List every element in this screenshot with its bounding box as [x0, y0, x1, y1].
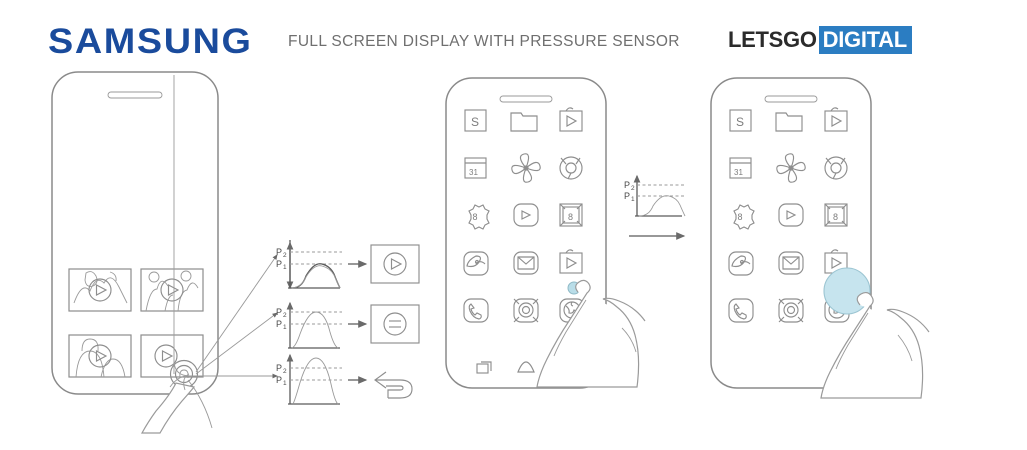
browser-globe-icon[interactable]	[559, 298, 585, 323]
graph-3-label-p1: P	[276, 375, 282, 385]
svg-text:8: 8	[568, 212, 573, 222]
browser-globe-icon[interactable]	[824, 298, 850, 323]
graph-1-label-p1: P	[276, 259, 282, 269]
pinwheel-icon[interactable]	[511, 153, 541, 183]
svg-text:8: 8	[833, 212, 838, 222]
middle-hand	[536, 279, 646, 388]
right-app-grid: S 31	[728, 107, 850, 323]
transition-graph-label-p1: P	[624, 191, 630, 201]
pressure-graph-1: P 2 P 1	[276, 240, 420, 290]
samsung-logo: SAMSUNG	[48, 22, 253, 61]
graph-1-label-p2: P	[276, 247, 282, 257]
graph-3-result-back-arrow	[374, 371, 413, 399]
letsgodigital-watermark: LETSGO DIGITAL	[728, 26, 912, 54]
graph-3-label-p2: P	[276, 363, 282, 373]
svg-text:1: 1	[631, 196, 635, 203]
svg-text:31: 31	[734, 168, 743, 177]
left-phone	[51, 71, 219, 434]
samsung-s-icon[interactable]: S	[729, 109, 752, 132]
camera-icon[interactable]	[778, 298, 804, 323]
transition-graph-label-p2: P	[624, 180, 630, 190]
play-store-icon[interactable]	[559, 107, 583, 132]
phone-icon[interactable]	[463, 298, 489, 323]
transition-graph: P 2 P 1	[624, 174, 686, 240]
phone-icon[interactable]	[728, 298, 754, 323]
svg-text:8: 8	[473, 212, 478, 222]
photos-frame-icon[interactable]: 8	[559, 203, 583, 227]
video-thumbnail-1[interactable]	[68, 268, 132, 312]
folder-icon[interactable]	[510, 112, 538, 132]
graph-2-label-p2: P	[276, 307, 282, 317]
video-thumbnail-3[interactable]	[68, 334, 132, 378]
svg-text:1: 1	[283, 324, 287, 331]
svg-text:8: 8	[738, 212, 743, 222]
chrome-icon[interactable]	[559, 156, 583, 180]
svg-text:S: S	[471, 115, 479, 129]
calendar-icon[interactable]: 31	[464, 157, 487, 179]
svg-text:2: 2	[283, 312, 287, 319]
pressure-graph-3: P 2 P 1	[276, 353, 413, 405]
video-thumbnail-4[interactable]	[140, 334, 204, 378]
play-store-icon[interactable]	[559, 249, 583, 274]
play-store-icon[interactable]	[824, 107, 848, 132]
graph-2-result-options-box	[370, 304, 420, 344]
right-phone: S 31	[710, 77, 930, 399]
watermark-digital: DIGITAL	[818, 26, 912, 54]
svg-text:1: 1	[283, 380, 287, 387]
svg-text:2: 2	[631, 185, 635, 192]
middle-nav-bar	[476, 361, 585, 376]
graph-1-result-play-box	[370, 244, 420, 284]
camera-icon[interactable]	[513, 298, 539, 323]
gallery-flower-icon[interactable]	[728, 251, 754, 276]
home-nav-icon[interactable]	[517, 361, 535, 373]
figure-title: FULL SCREEN DISPLAY WITH PRESSURE SENSOR	[288, 33, 680, 50]
recents-nav-icon[interactable]	[476, 361, 492, 374]
video-player-icon[interactable]	[513, 203, 539, 227]
svg-text:2: 2	[283, 252, 287, 259]
settings-gear-icon[interactable]: 8	[733, 204, 755, 230]
left-phone-hand	[140, 379, 213, 434]
pinwheel-icon[interactable]	[776, 153, 806, 183]
right-hand	[820, 291, 930, 399]
middle-phone: S 31	[445, 77, 646, 389]
photos-frame-icon[interactable]: 8	[824, 203, 848, 227]
play-store-icon[interactable]	[824, 249, 848, 274]
left-phone-touch-point[interactable]	[169, 359, 199, 389]
mail-icon[interactable]	[778, 251, 804, 275]
gallery-flower-icon[interactable]	[463, 251, 489, 276]
middle-app-grid: S 31	[463, 107, 585, 323]
right-pressure-circle[interactable]	[823, 267, 871, 315]
watermark-letsgo: LETSGO	[728, 27, 817, 52]
folder-icon[interactable]	[775, 112, 803, 132]
chrome-icon[interactable]	[824, 156, 848, 180]
leader-lines	[169, 75, 278, 391]
back-nav-icon[interactable]	[568, 362, 585, 376]
pressure-graph-2: P 2 P 1	[276, 301, 420, 349]
samsung-s-icon[interactable]: S	[464, 109, 487, 132]
svg-text:1: 1	[283, 264, 287, 271]
svg-text:31: 31	[469, 168, 478, 177]
middle-touch-dot[interactable]	[567, 281, 581, 295]
mail-icon[interactable]	[513, 251, 539, 275]
settings-gear-icon[interactable]: 8	[468, 204, 490, 230]
video-thumbnail-2[interactable]	[140, 268, 204, 312]
svg-text:2: 2	[283, 368, 287, 375]
svg-text:S: S	[736, 115, 744, 129]
graph-2-label-p1: P	[276, 319, 282, 329]
calendar-icon[interactable]: 31	[729, 157, 752, 179]
video-player-icon[interactable]	[778, 203, 804, 227]
